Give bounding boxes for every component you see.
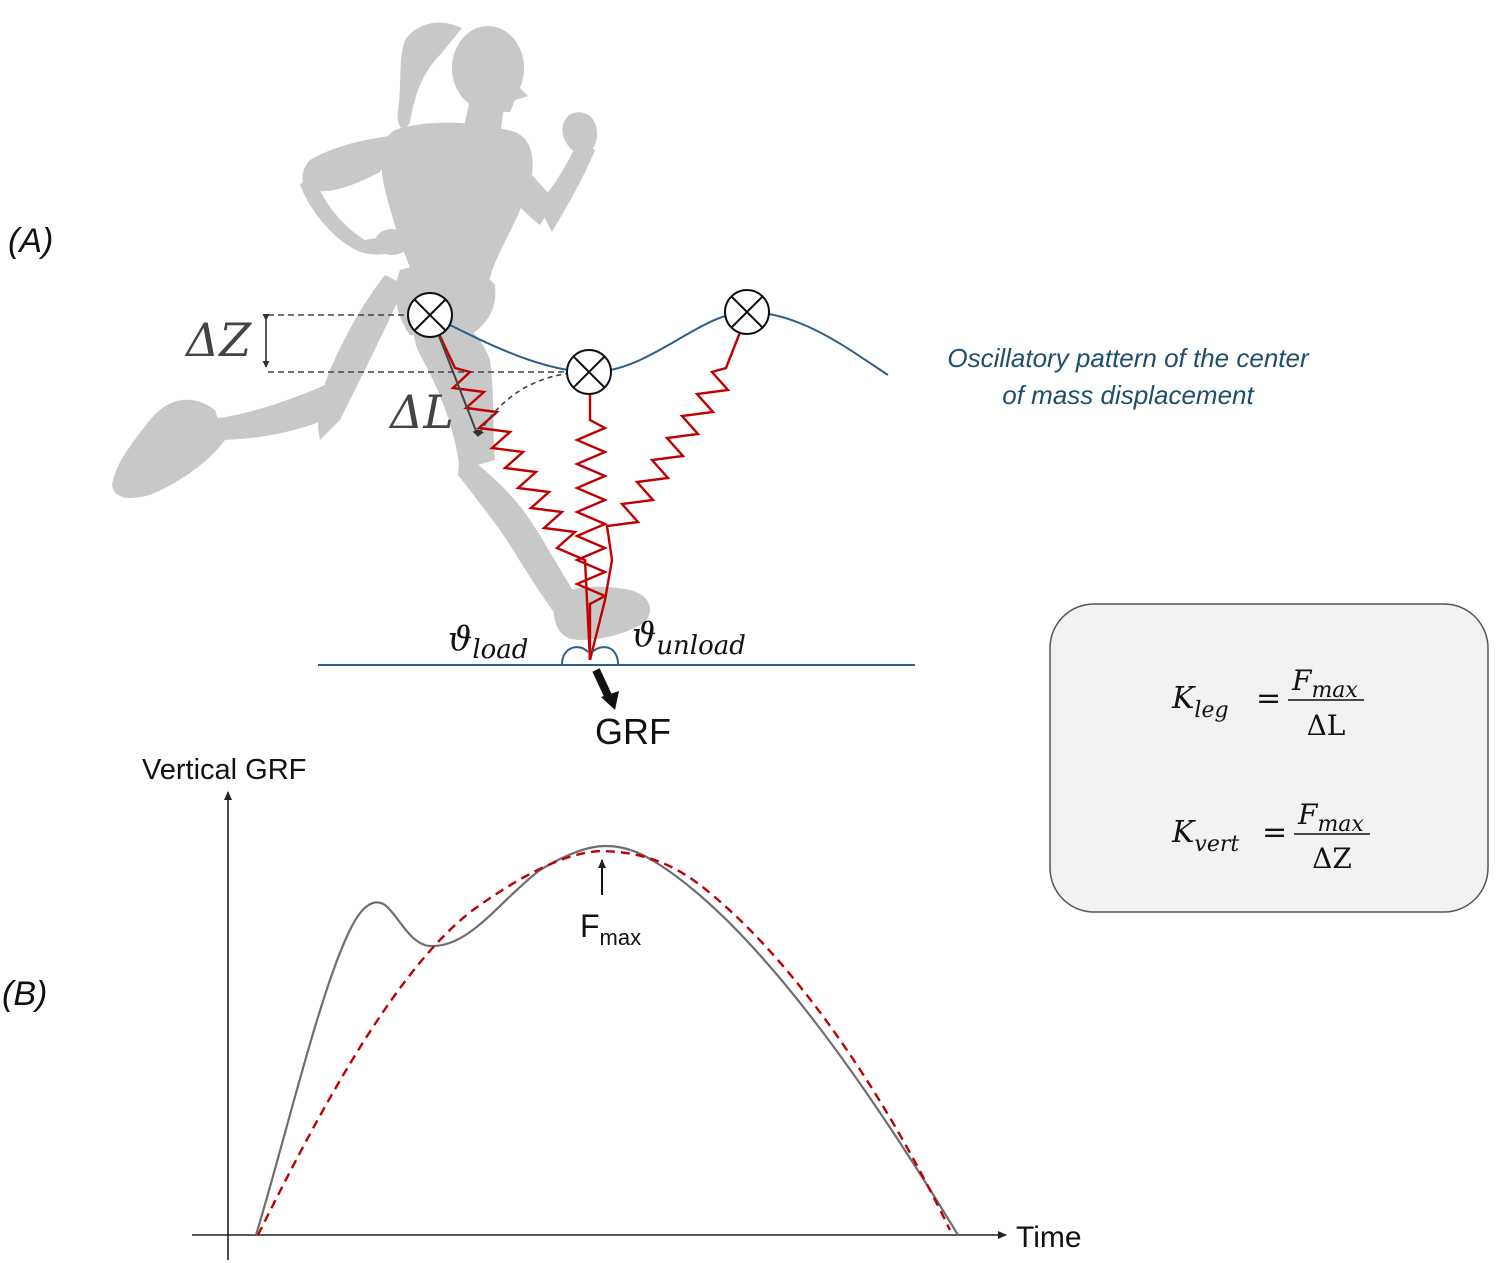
svg-text:ΔZ: ΔZ (1312, 842, 1352, 875)
springs (428, 311, 750, 661)
formula-k-leg: Kleg = Fmax ΔL (1171, 664, 1364, 742)
panel-a: (A) (8, 22, 1310, 752)
spring-landing (428, 314, 592, 661)
panel-b: (B) Vertical GRF Time Fmax (2, 754, 1082, 1260)
spring-midstance (573, 375, 609, 660)
theta-unload-label: ϑunload (632, 615, 746, 661)
grf-arrow-head (601, 691, 619, 710)
com-marker-takeoff (724, 289, 770, 335)
delta-z-label: ΔZ (184, 313, 252, 367)
delta-l-dashed-arc (477, 371, 589, 437)
com-caption-line2: of mass displacement (1002, 380, 1255, 410)
svg-text:Kleg: Kleg (1171, 681, 1229, 723)
svg-text:Fmax: Fmax (1297, 798, 1364, 837)
com-oscillation-curve (429, 310, 889, 376)
panel-a-label: (A) (8, 222, 53, 260)
y-axis-label: Vertical GRF (142, 754, 306, 786)
theta-load-label: ϑload (448, 619, 528, 665)
delta-l-label: ΔL (388, 385, 454, 439)
svg-text:=: = (1262, 815, 1287, 850)
theta-unload-arc (591, 646, 619, 665)
svg-text:=: = (1256, 681, 1281, 716)
svg-text:Kvert: Kvert (1171, 815, 1239, 857)
formula-k-vert: Kvert = Fmax ΔZ (1171, 798, 1370, 875)
measured-grf-curve (254, 844, 959, 1236)
svg-text:Fmax: Fmax (1291, 664, 1358, 703)
com-caption-line1: Oscillatory pattern of the center (947, 343, 1310, 373)
x-axis-label: Time (1016, 1221, 1082, 1254)
theta-load-arc (561, 646, 589, 665)
model-grf-curve (256, 849, 952, 1236)
formula-box-background (1049, 603, 1489, 913)
grf-label: GRF (595, 711, 671, 752)
svg-text:ΔL: ΔL (1307, 709, 1346, 742)
panel-b-label: (B) (2, 975, 47, 1013)
spring-takeoff (588, 311, 750, 661)
com-marker-landing (407, 292, 453, 338)
delta-l-arrow (431, 317, 480, 437)
com-marker-midstance (566, 349, 612, 395)
fmax-label: Fmax (580, 908, 641, 950)
formula-box: Kleg = Fmax ΔL Kvert = Fmax ΔZ (1049, 603, 1489, 913)
runner-silhouette (112, 22, 650, 640)
